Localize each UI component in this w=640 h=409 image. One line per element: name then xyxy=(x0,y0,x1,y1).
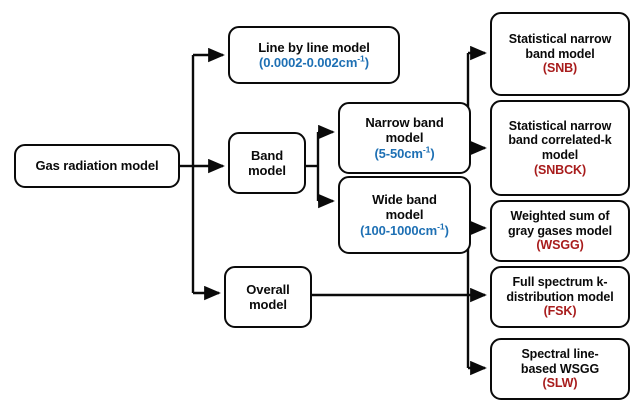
node-snbck-title-line2: band correlated-k xyxy=(508,133,612,148)
node-overall-model[interactable]: Overall model xyxy=(224,266,312,328)
edge-root-trunk xyxy=(180,55,195,293)
node-snbck-acronym: (SNBCK) xyxy=(533,162,587,177)
node-fsk-title-line2: distribution model xyxy=(506,289,614,304)
node-slw-title-line2: based WSGG xyxy=(520,361,600,376)
node-narrow-band-model-title-line2: model xyxy=(385,130,424,146)
node-gas-radiation-model-title: Gas radiation model xyxy=(35,158,159,174)
range-exponent: -1 xyxy=(357,53,365,64)
node-band-model-title-line1: Band xyxy=(250,147,284,163)
node-statistical-narrow-band-correlated-k-model[interactable]: Statistical narrow band correlated-k mod… xyxy=(490,100,630,196)
node-snb-acronym: (SNB) xyxy=(542,61,578,76)
range-prefix: (5-50cm xyxy=(374,145,423,161)
node-wsgg-title-line1: Weighted sum of xyxy=(510,208,610,223)
node-narrow-band-model-title-line1: Narrow band xyxy=(365,115,444,130)
node-narrow-band-model[interactable]: Narrow band model (5-50cm-1) xyxy=(338,102,471,174)
node-overall-model-title-line2: model xyxy=(249,297,287,312)
range-suffix: ) xyxy=(364,55,369,70)
node-fsk-acronym: (FSK) xyxy=(543,304,577,319)
node-wide-band-model-title-line1: Wide band xyxy=(372,192,437,207)
node-overall-model-title-line1: Overall xyxy=(246,281,290,297)
range-exponent: -1 xyxy=(437,221,445,232)
node-weighted-sum-of-gray-gases-model[interactable]: Weighted sum of gray gases model (WSGG) xyxy=(490,200,630,262)
range-suffix: ) xyxy=(430,145,435,161)
range-suffix: ) xyxy=(444,222,449,238)
node-snb-title-line2: band model xyxy=(525,46,595,61)
node-band-model[interactable]: Band model xyxy=(228,132,306,194)
node-wide-band-model-range: (100-1000cm-1) xyxy=(360,221,449,238)
node-spectral-line-based-wsgg[interactable]: Spectral line- based WSGG (SLW) xyxy=(490,338,630,400)
node-line-by-line-model-range: (0.0002-0.002cm-1) xyxy=(259,53,369,70)
edge-band-trunk xyxy=(306,132,320,201)
node-band-model-title-line2: model xyxy=(248,163,286,178)
node-gas-radiation-model[interactable]: Gas radiation model xyxy=(14,144,180,188)
range-prefix: (0.0002-0.002cm xyxy=(259,55,358,70)
node-line-by-line-model-title: Line by line model xyxy=(258,39,370,55)
node-wide-band-model-title-line2: model xyxy=(385,207,424,223)
node-wsgg-acronym: (WSGG) xyxy=(536,238,584,253)
node-statistical-narrow-band-model[interactable]: Statistical narrow band model (SNB) xyxy=(490,12,630,96)
node-slw-title-line1: Spectral line- xyxy=(521,346,599,361)
node-snb-title-line1: Statistical narrow xyxy=(508,31,612,46)
node-full-spectrum-k-distribution-model[interactable]: Full spectrum k- distribution model (FSK… xyxy=(490,266,630,328)
range-prefix: (100-1000cm xyxy=(360,222,438,238)
node-snbck-title-line3: model xyxy=(541,148,579,162)
node-fsk-title-line1: Full spectrum k- xyxy=(512,274,608,289)
node-narrow-band-model-range: (5-50cm-1) xyxy=(374,144,435,161)
node-line-by-line-model[interactable]: Line by line model (0.0002-0.002cm-1) xyxy=(228,26,400,84)
range-exponent: -1 xyxy=(422,144,431,155)
node-snbck-title-line1: Statistical narrow xyxy=(508,118,612,133)
node-slw-acronym: (SLW) xyxy=(542,376,578,391)
node-wide-band-model[interactable]: Wide band model (100-1000cm-1) xyxy=(338,176,471,254)
node-wsgg-title-line2: gray gases model xyxy=(507,223,612,238)
